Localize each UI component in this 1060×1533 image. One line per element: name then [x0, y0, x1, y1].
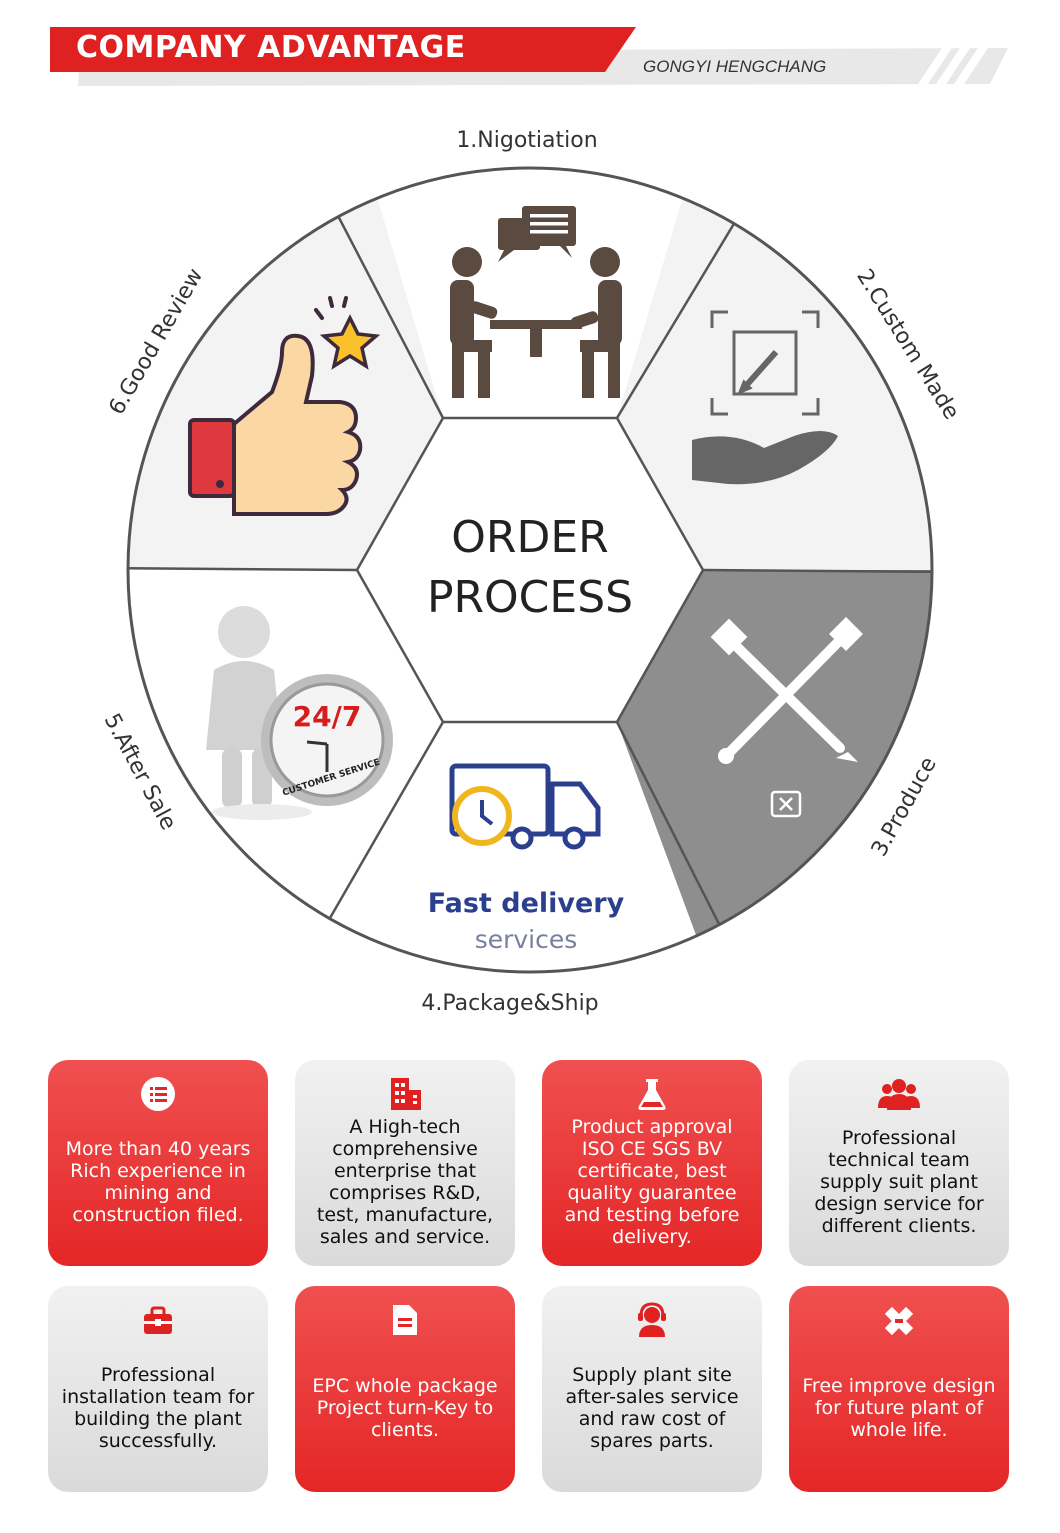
thumbs-up-icon — [188, 296, 381, 516]
center-title-line2: PROCESS — [427, 572, 633, 623]
tools-heads — [710, 617, 863, 764]
advantage-card-experience: More than 40 years Rich experience in mi… — [48, 1060, 268, 1266]
center-hexagon — [355, 416, 705, 724]
advantage-text: Supply plant site after-sales service an… — [565, 1364, 739, 1452]
advantage-card-after-sales: Supply plant site after-sales service an… — [542, 1286, 762, 1492]
header-subtitle: GONGYI HENGCHANG — [643, 57, 827, 76]
ruler-pencil-icon — [881, 1302, 917, 1338]
hand-icon — [692, 431, 838, 485]
advantage-text: A High-tech comprehensive enterprise tha… — [316, 1116, 494, 1248]
header-banner: COMPANY ADVANTAGE GONGYI HENGCHANG — [0, 0, 1060, 100]
advantage-card-high-tech: A High-tech comprehensive enterprise tha… — [295, 1060, 515, 1266]
customer-service-icon: 24/7 CUSTOMER SERVICE — [206, 606, 393, 820]
folder-icon — [387, 1302, 423, 1338]
advantage-text: Professional installation team for build… — [61, 1364, 255, 1452]
tools-icon — [725, 629, 851, 757]
building-icon — [387, 1076, 423, 1112]
advantage-text: Free improve design for future plant of … — [802, 1375, 996, 1441]
list-icon — [140, 1076, 176, 1112]
advantage-text: More than 40 years Rich experience in mi… — [65, 1138, 251, 1226]
order-process-wheel: ORDER PROCESS 1.Nigotiation 2.Custom Mad… — [99, 128, 964, 1016]
segment-package-ship — [340, 722, 720, 972]
delivery-line2: services — [475, 925, 578, 954]
design-hand-icon — [710, 310, 820, 416]
delivery-line1: Fast delivery — [428, 888, 625, 919]
center-title-line1: ORDER — [451, 512, 608, 563]
flask-icon — [634, 1076, 670, 1112]
toolbox-icon — [140, 1302, 176, 1338]
advantage-text: Product approval ISO CE SGS BV certifica… — [564, 1116, 740, 1248]
advantage-card-epc: EPC whole package Project turn-Key to cl… — [295, 1286, 515, 1492]
service-hours: 24/7 — [293, 700, 362, 733]
wheel-rim — [126, 166, 934, 974]
advantage-card-installation: Professional installation team for build… — [48, 1286, 268, 1492]
delivery-truck-icon — [449, 763, 601, 850]
header-title: COMPANY ADVANTAGE — [76, 30, 466, 65]
meeting-icon — [450, 206, 622, 398]
team-icon — [877, 1076, 921, 1112]
advantage-card-certificates: Product approval ISO CE SGS BV certifica… — [542, 1060, 762, 1266]
advantage-card-technical-team: Professional technical team supply suit … — [789, 1060, 1009, 1266]
headset-icon — [634, 1302, 670, 1338]
advantage-text: EPC whole package Project turn-Key to cl… — [312, 1375, 498, 1441]
advantage-card-design: Free improve design for future plant of … — [789, 1286, 1009, 1492]
box-icon — [770, 790, 802, 818]
step-label-negotiation: 1.Nigotiation — [456, 128, 597, 153]
advantage-text: Professional technical team supply suit … — [814, 1127, 984, 1237]
header-shapes — [50, 27, 1008, 86]
step-label-package-ship: 4.Package&Ship — [421, 991, 598, 1016]
